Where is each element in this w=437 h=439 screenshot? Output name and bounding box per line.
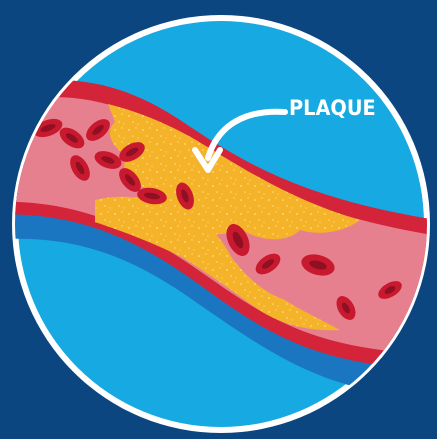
plaque-label: PLAQUE (289, 98, 376, 119)
